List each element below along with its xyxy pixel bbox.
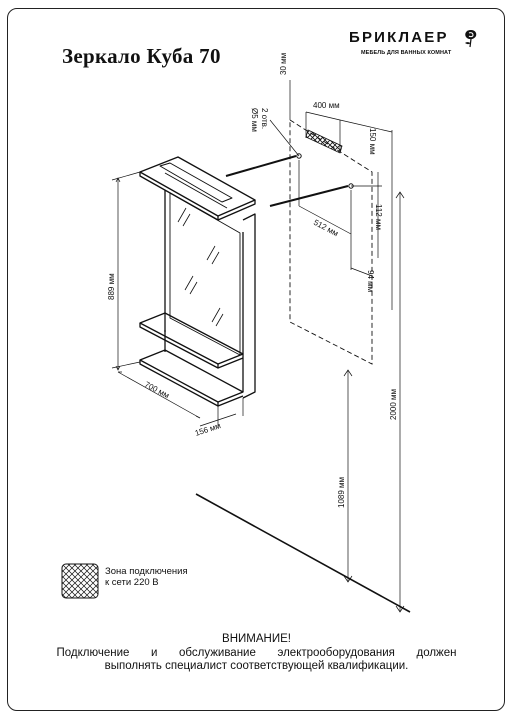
legend-line-2: к сети 220 В: [105, 577, 159, 588]
brand-logo: БРИКЛАЕР МЕБЕЛЬ ДЛЯ ВАННЫХ КОМНАТ: [349, 28, 479, 62]
dim-right-offset: 150 мм: [368, 128, 377, 155]
wall-plane: [289, 119, 373, 365]
legend-swatch: [61, 563, 99, 599]
rose-icon: [465, 30, 477, 48]
dimension-lines: [111, 80, 405, 613]
legend-label: Зона подключения к сети 220 В: [105, 566, 188, 588]
legend-line-1: Зона подключения: [105, 566, 188, 577]
warning-title: ВНИМАНИЕ!: [222, 633, 291, 645]
dim-hole-height: 112 мм: [374, 204, 383, 230]
dim-hole-from-floor: 1089 мм: [337, 477, 346, 508]
warning-line-1: Подключение и обслуживание электрооборуд…: [56, 646, 457, 659]
page-frame: [7, 8, 505, 711]
warning-block: ВНИМАНИЕ! Подключение и обслуживание эле…: [0, 633, 513, 674]
dim-edge-offset: 94 мм: [366, 270, 375, 292]
brand-name: БРИКЛАЕР: [349, 29, 449, 46]
dim-total-height: 2000 мм: [389, 389, 398, 420]
dim-hole-diameter: Ø5 мм: [250, 108, 259, 132]
dim-zone-width: 400 мм: [313, 101, 340, 110]
dim-height: 889 мм: [107, 273, 116, 300]
dim-width: 700 мм: [143, 380, 171, 400]
dim-top-offset: 30 мм: [279, 53, 288, 75]
page-title: Зеркало Куба 70: [62, 44, 221, 68]
floor-line: [195, 493, 411, 613]
connection-zone: [305, 129, 343, 154]
brand-tagline: МЕБЕЛЬ ДЛЯ ВАННЫХ КОМНАТ: [361, 50, 452, 56]
mounting-screws: [225, 153, 354, 207]
warning-line-2: выполнять специалист соответствующей ква…: [104, 660, 409, 672]
mirror-cabinet: [139, 156, 256, 407]
dim-hole-count: 2 отв.: [260, 108, 269, 129]
